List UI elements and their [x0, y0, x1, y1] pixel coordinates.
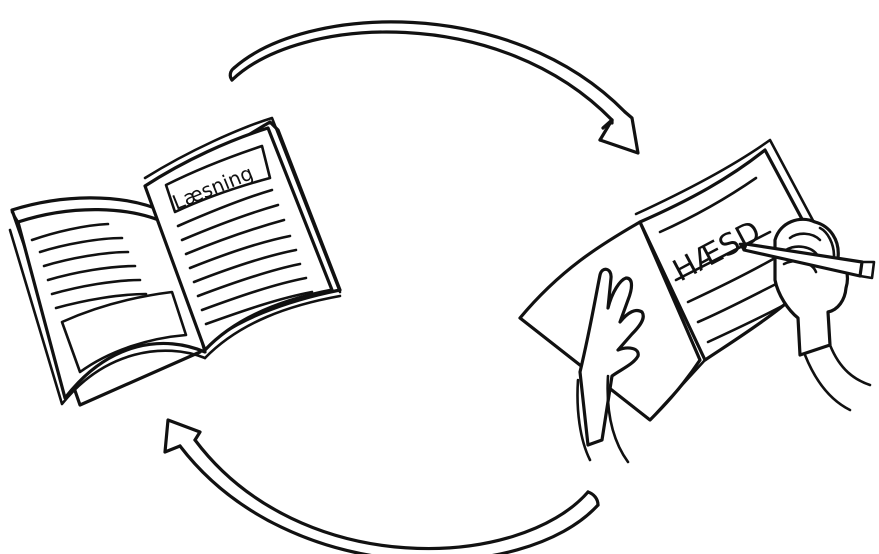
right-hand-icon	[775, 219, 870, 410]
top-arrow-icon	[230, 22, 638, 153]
writing-book: HÆSD	[520, 140, 874, 462]
reading-book: Læsning	[10, 118, 340, 405]
bottom-arrow-icon	[165, 420, 598, 554]
